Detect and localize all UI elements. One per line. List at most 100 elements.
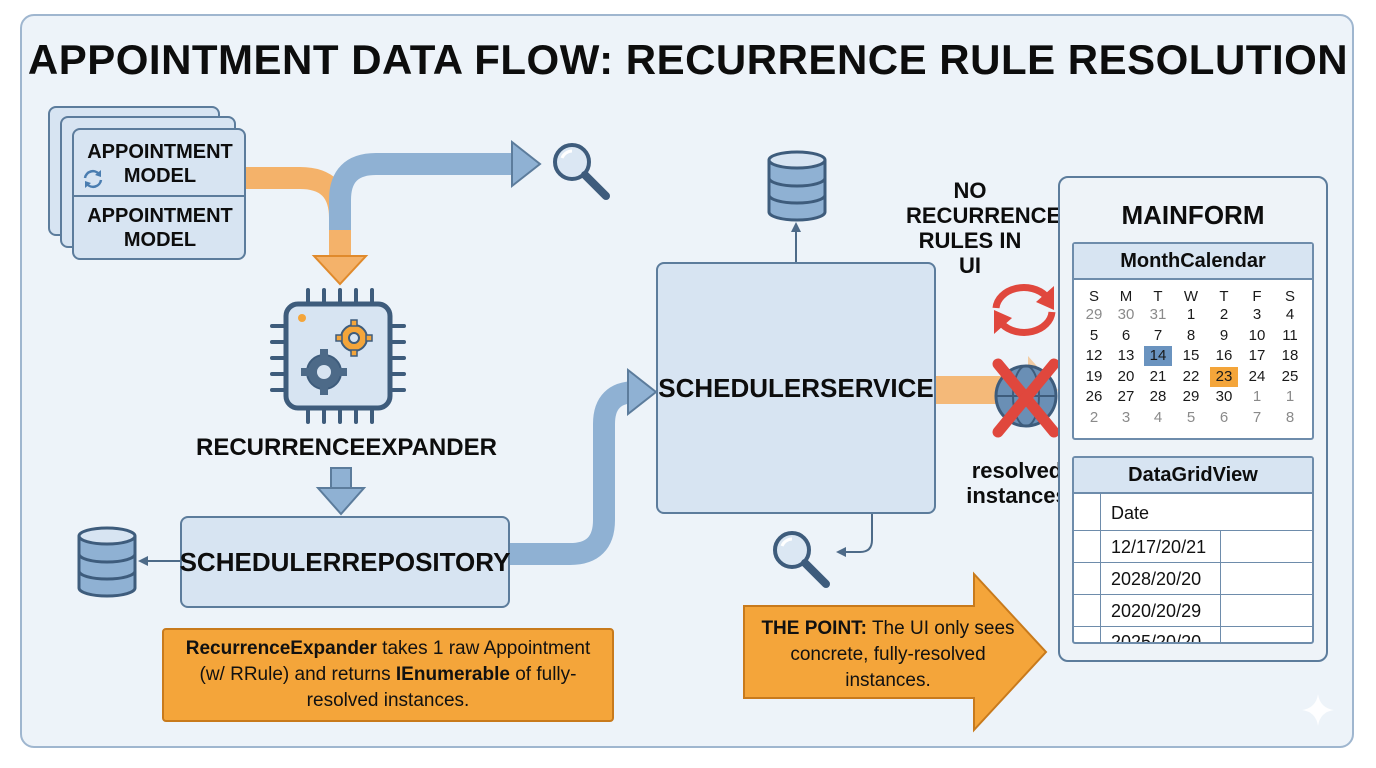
grid-header-row	[1074, 496, 1312, 528]
calendar-day[interactable]: 28	[1149, 388, 1167, 405]
search-arrowhead	[511, 139, 542, 189]
appointment-model-label-2: APPOINTMENT MODEL	[87, 205, 233, 251]
weekday-label: T	[1153, 288, 1163, 305]
calendar-day[interactable]: 18	[1281, 347, 1299, 364]
grid-cell-date: 2028/20/20	[1111, 569, 1202, 589]
scheduler-service-label: SCHEDULERSERVICE	[658, 372, 934, 403]
refresh-icon	[992, 284, 1056, 336]
grid-cell-date: 12/17/20/21	[1111, 537, 1207, 557]
calendar-day[interactable]: 24	[1248, 367, 1266, 385]
calendar-day[interactable]: 6	[1219, 408, 1229, 426]
repo-to-db-arrowhead	[138, 556, 148, 566]
repo-to-service-flow	[508, 381, 637, 565]
calendar-day[interactable]: 6	[1121, 326, 1131, 344]
service-to-search-line	[842, 514, 873, 553]
expander-to-search-flow	[329, 153, 512, 230]
calendar-day[interactable]: 1	[1186, 306, 1196, 323]
scheduler-service-box: SCHEDULERSERVICE	[656, 262, 936, 514]
weekday-label: W	[1183, 288, 1199, 305]
calendar-day[interactable]: 13	[1117, 347, 1135, 364]
calendar-day[interactable]: 15	[1182, 347, 1200, 364]
calendar-day[interactable]: 25	[1281, 367, 1299, 385]
service-to-search-arrowhead	[836, 547, 846, 557]
scheduler-repository-label: SCHEDULERREPOSITORY	[179, 546, 511, 577]
calendar-day[interactable]: 29	[1085, 306, 1103, 323]
expander-explanation-note: RecurrenceExpander takes 1 raw Appointme…	[162, 628, 614, 722]
calendar-day[interactable]: 8	[1186, 326, 1196, 344]
calendar-day[interactable]: 4	[1285, 306, 1295, 323]
calendar-day[interactable]: 2	[1219, 306, 1229, 323]
sparkle-icon	[1302, 694, 1334, 726]
calendar-day[interactable]: 22	[1182, 367, 1200, 385]
calendar-day[interactable]: 17	[1248, 347, 1266, 364]
calendar-day[interactable]: 11	[1282, 326, 1298, 344]
main-form-title: MAINFORM	[1121, 200, 1265, 230]
data-grid-view[interactable]: DataGridView	[1072, 456, 1314, 644]
grid-cell-date: 2025/20/20	[1111, 632, 1202, 642]
note-emphasis-ienumerable: IEnumerable	[395, 664, 510, 685]
processor-chip-icon	[270, 288, 406, 424]
service-to-db-arrowhead	[791, 222, 801, 232]
model-to-expander-arrowhead	[311, 255, 369, 286]
the-point-label: THE POINT:	[761, 618, 868, 639]
recurrence-expander-label: RECURRENCEEXPANDER	[196, 434, 497, 461]
calendar-day[interactable]: 10	[1248, 326, 1266, 344]
calendar-day[interactable]: 3	[1252, 306, 1262, 323]
the-point-arrow	[743, 571, 1048, 733]
grid-partial-row-clip: 2025/20/20	[1102, 629, 1220, 642]
expander-to-repo-shaft	[330, 467, 352, 491]
table-row[interactable]	[1074, 562, 1312, 594]
database-icon-repository	[77, 526, 137, 598]
note-text: of fully-resolved instances.	[306, 664, 577, 711]
blocked-icon	[992, 358, 1060, 438]
calendar-day[interactable]: 5	[1186, 408, 1196, 426]
calendar-day[interactable]: 16	[1215, 347, 1233, 364]
calendar-day[interactable]: 8	[1285, 408, 1295, 426]
calendar-day[interactable]: 12	[1085, 347, 1103, 364]
weekday-label: T	[1219, 288, 1229, 305]
resolved-instances-label: resolved instances	[966, 458, 1068, 508]
calendar-day[interactable]: 27	[1117, 388, 1135, 405]
recurrence-cycle-icon	[83, 169, 103, 189]
calendar-day[interactable]: 3	[1121, 408, 1131, 426]
the-point-note: THE POINT: The UI only sees concrete, fu…	[760, 616, 1016, 694]
calendar-day[interactable]: 19	[1085, 367, 1103, 385]
calendar-day[interactable]: 2	[1089, 408, 1099, 426]
database-icon-service	[767, 150, 827, 222]
calendar-day[interactable]: 7	[1252, 408, 1262, 426]
diagram-title: APPOINTMENT DATA FLOW: RECURRENCE RULE R…	[27, 36, 1349, 83]
weekday-label: S	[1088, 288, 1099, 305]
model-to-expander-flow	[244, 167, 351, 258]
weekday-label: M	[1119, 288, 1133, 305]
calendar-day[interactable]: 1	[1285, 388, 1295, 405]
calendar-day[interactable]: 26	[1085, 388, 1103, 405]
calendar-day[interactable]: 14	[1144, 346, 1172, 366]
grid-column-header-date: Date	[1111, 503, 1150, 523]
calendar-day[interactable]: 9	[1219, 326, 1229, 344]
calendar-day[interactable]: 31	[1149, 306, 1167, 323]
calendar-day[interactable]: 30	[1215, 388, 1233, 405]
search-icon-service	[773, 531, 830, 588]
calendar-day[interactable]: 23	[1210, 366, 1238, 387]
the-point-text: The UI only sees concrete, fully-resolve…	[790, 618, 1015, 691]
data-grid-title: DataGridView	[1074, 458, 1312, 494]
service-arrowhead	[627, 367, 658, 417]
expander-to-repo-arrowhead	[315, 487, 367, 516]
table-row[interactable]	[1074, 530, 1312, 562]
calendar-day[interactable]: 21	[1149, 367, 1167, 385]
month-calendar[interactable]: MonthCalendar	[1072, 242, 1314, 440]
grid-row-header-column	[1100, 492, 1101, 642]
month-calendar-title: MonthCalendar	[1074, 244, 1312, 280]
table-row[interactable]	[1074, 594, 1312, 626]
table-row[interactable]	[1074, 626, 1312, 642]
calendar-day[interactable]: 29	[1182, 388, 1200, 405]
scheduler-repository-box: SCHEDULERREPOSITORY	[180, 516, 510, 608]
calendar-day[interactable]: 5	[1089, 326, 1099, 344]
no-recurrence-rules-label: NO RECURRENCE RULES IN UI	[906, 178, 1062, 278]
calendar-day[interactable]: 1	[1252, 388, 1262, 405]
calendar-day[interactable]: 20	[1117, 367, 1135, 385]
calendar-day[interactable]: 7	[1153, 326, 1163, 344]
calendar-day[interactable]: 30	[1117, 306, 1135, 323]
weekday-label: F	[1252, 288, 1262, 305]
calendar-day[interactable]: 4	[1153, 408, 1163, 426]
